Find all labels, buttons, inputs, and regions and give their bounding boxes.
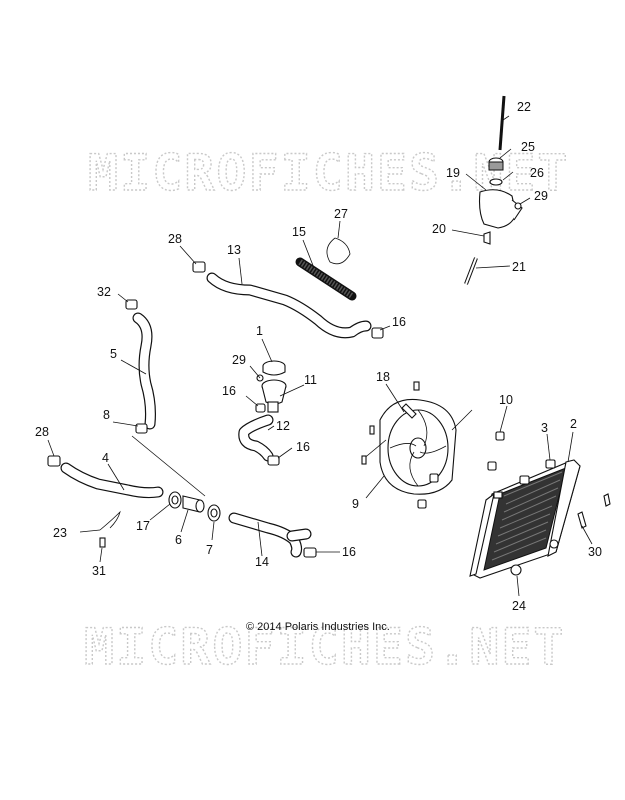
radiator-2 [469,459,581,579]
grommet-10-c [429,473,439,483]
filler-neck-11 [261,379,287,413]
callout-25: 25 [521,140,535,154]
callout-11: 11 [304,373,317,387]
clamp-16-upper [371,327,384,339]
cap-25 [488,157,504,171]
callout-31: 31 [92,564,106,578]
grommet-10-b [487,461,497,471]
hose-21 [464,257,478,285]
cap-1 [262,360,286,376]
dipstick-22 [498,95,506,151]
callout-14: 14 [255,555,269,569]
callout-labels: 22 25 19 26 29 27 20 15 28 13 21 32 16 1… [35,100,602,613]
spring-15 [295,257,357,301]
callout-24: 24 [512,599,526,613]
callout-26: 26 [530,166,544,180]
screw-31 [99,537,106,548]
callout-27: 27 [334,207,348,221]
clip-23 [99,510,121,531]
fan-assembly-9 [361,398,473,495]
clamp-8 [135,423,148,434]
bolt-small-b [361,455,367,465]
callout-16-neck: 16 [222,384,236,398]
callout-1: 1 [256,324,263,338]
callout-30: 30 [588,545,602,559]
clamp-17 [168,491,182,509]
wire-clip-27 [326,237,351,265]
bolt-radiator-left [493,491,503,499]
callout-16-middle: 16 [296,440,310,454]
callout-21: 21 [512,260,526,274]
callout-4: 4 [102,451,109,465]
callout-18: 18 [376,370,390,384]
clamp-28-lower [47,455,61,467]
callout-20: 20 [432,222,446,236]
callout-28-top: 28 [168,232,182,246]
leader-lines [47,115,593,597]
copyright-notice: © 2014 Polaris Industries Inc. [246,621,390,633]
callout-13: 13 [227,243,241,257]
grommet-24 [510,564,522,576]
callout-5: 5 [110,347,117,361]
hose-12 [238,414,274,462]
callout-6: 6 [175,533,182,547]
callout-16-upper: 16 [392,315,406,329]
callout-7: 7 [206,543,213,557]
clamp-16-middle [267,455,280,466]
clamp-7 [207,504,221,522]
clamp-28-upper [192,261,206,273]
callout-17: 17 [136,519,150,533]
screw-29-top [514,202,522,210]
clamp-16-neck [255,403,266,413]
callout-12: 12 [276,419,290,433]
clamp-32 [125,299,138,310]
grommet-10-a [495,431,505,441]
hose-13 [206,272,372,339]
hose-4 [60,462,164,499]
hose-5 [132,312,156,430]
callout-3: 3 [541,421,548,435]
grommet-3b [519,475,530,485]
callout-16-lower: 16 [342,545,356,559]
callout-10: 10 [499,393,513,407]
bolt-small-a [369,425,375,435]
callout-28-lower: 28 [35,425,49,439]
grommet-10-d [417,499,427,509]
callout-23: 23 [53,526,67,540]
callout-29-top: 29 [534,189,548,203]
bolt-18 [401,381,420,419]
bolt-30 [577,511,587,529]
callout-15: 15 [292,225,306,239]
callout-19: 19 [446,166,460,180]
callout-9: 9 [352,497,359,511]
callout-22: 22 [517,100,531,114]
grommet-24b [549,539,559,549]
clamp-16-lower [303,547,317,558]
watermark-bottom: MICROFICHES.NET [84,618,566,676]
coupler-6 [182,495,205,513]
grommet-3 [545,459,556,469]
reservoir-19 [478,189,523,229]
bolt-30b [603,493,611,507]
callout-29-middle: 29 [232,353,246,367]
callout-2: 2 [570,417,577,431]
hose-14 [228,512,312,558]
callout-32: 32 [97,285,111,299]
clip-20 [483,231,491,245]
callout-8: 8 [103,408,110,422]
o-ring-26 [489,178,503,186]
